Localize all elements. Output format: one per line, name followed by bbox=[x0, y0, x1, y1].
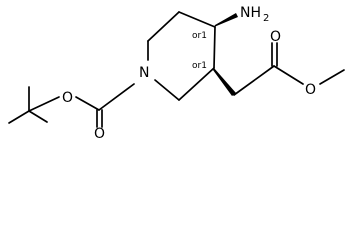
amino-wedge-bond bbox=[214, 13, 238, 27]
ester-carbonyl-oxygen-label: O bbox=[270, 29, 281, 45]
bond-carbonyl-c-n bbox=[98, 83, 135, 111]
boc-carbamate bbox=[75, 83, 135, 128]
structure-canvas: N O O O O NH 2 or1 or1 bbox=[8, 5, 345, 138]
bond-tbu-ch3-left bbox=[8, 110, 30, 124]
bond-tbu-o bbox=[28, 96, 60, 112]
bond-o-methyl bbox=[319, 69, 345, 85]
piperidine-ring bbox=[147, 11, 216, 101]
bond-c2-c3ring bbox=[147, 11, 180, 42]
boc-ester-oxygen-label: O bbox=[62, 90, 73, 106]
tert-butyl-group bbox=[8, 86, 60, 124]
amino-group-label: NH bbox=[240, 5, 261, 21]
molecule-drawing: N O O O O NH 2 or1 or1 bbox=[8, 5, 345, 138]
bond-c3ring-c4 bbox=[178, 11, 216, 28]
bond-tbu-ch3-bottom bbox=[28, 110, 48, 123]
ring-nitrogen-label: N bbox=[139, 65, 149, 81]
stereo-label-c3: or1 bbox=[192, 61, 207, 71]
bond-c4-c3 bbox=[213, 26, 216, 69]
ester-methoxy-oxygen-label: O bbox=[305, 82, 316, 98]
stereo-label-c4: or1 bbox=[192, 31, 207, 41]
bond-ch2-carbonyl bbox=[233, 65, 275, 96]
boc-carbonyl-oxygen-label: O bbox=[94, 126, 105, 138]
bond-carbonyl-o-methyl bbox=[273, 65, 304, 85]
bond-c2b-n bbox=[154, 79, 180, 101]
bond-o-carbonyl-c bbox=[75, 96, 100, 111]
side-chain-wedge-bond bbox=[213, 68, 236, 96]
amino-subscript-label: 2 bbox=[263, 13, 269, 24]
ester-side-chain bbox=[213, 42, 345, 96]
bond-c3-c2b bbox=[178, 67, 215, 101]
